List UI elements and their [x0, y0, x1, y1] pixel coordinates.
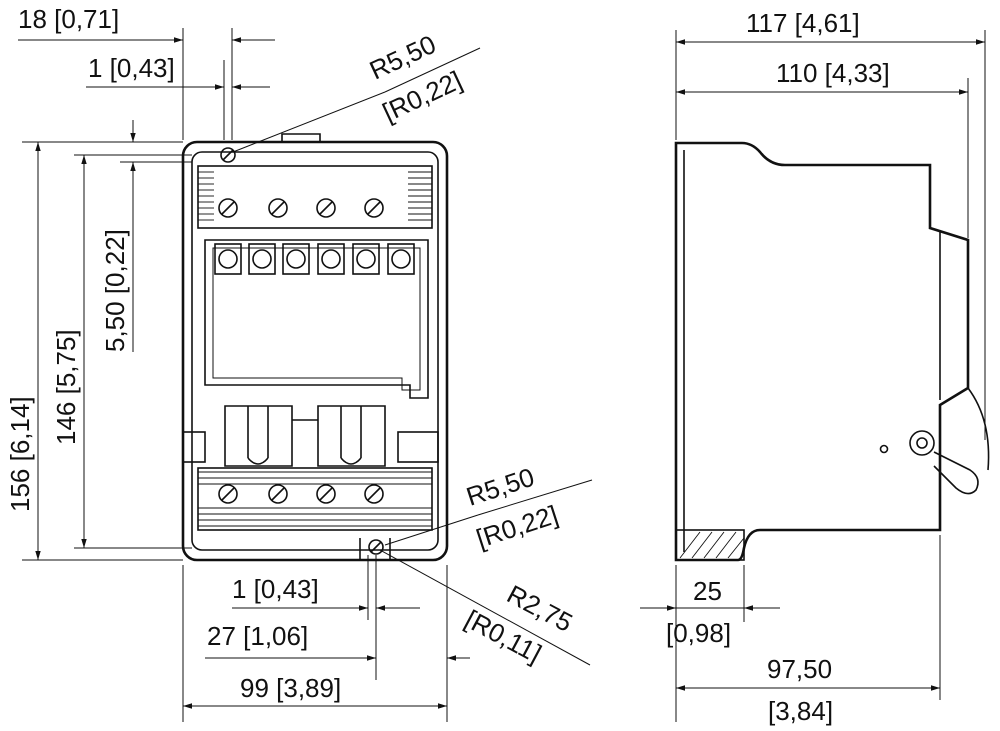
- side-housing-outline: [674, 141, 970, 562]
- label-bottom-offset: 1 [0,43]: [232, 574, 319, 604]
- label-top-margin: 5,50 [0,22]: [100, 229, 130, 352]
- label-overall-depth: 117 [4,61]: [746, 8, 860, 38]
- label-base-depth-in: [3,84]: [768, 696, 833, 726]
- terminal-window: [204, 239, 429, 399]
- front-housing-inner: [191, 151, 439, 551]
- label-top-offset: 1 [0,43]: [88, 53, 175, 83]
- bottom-terminal-band: [197, 467, 433, 531]
- side-dimension-lines: [640, 30, 986, 722]
- top-band-hatch: [198, 171, 432, 221]
- label-bottom-slot-width: 27 [1,06]: [207, 621, 308, 651]
- label-rail-depth-in: [0,98]: [666, 618, 731, 648]
- side-latch: [879, 387, 990, 495]
- side-view: [674, 141, 990, 562]
- label-bottom-radius-in: [R0,22]: [473, 499, 562, 553]
- label-body-depth: 110 [4,33]: [776, 58, 890, 88]
- top-terminal-band: [197, 165, 433, 229]
- front-dimension-lines: [18, 28, 593, 722]
- front-view: [181, 133, 449, 562]
- front-dimension-labels: 18 [0,71] 1 [0,43] R5,50 [R0,22] 156 [6,…: [5, 4, 578, 703]
- label-inner-height: 146 [5,75]: [51, 329, 81, 445]
- switch-module: [224, 405, 386, 467]
- label-overall-width: 99 [3,89]: [240, 673, 341, 703]
- label-rail-depth: 25: [693, 576, 722, 606]
- label-bottom-radius: R5,50: [463, 462, 538, 512]
- terminal-clamps: [214, 243, 415, 275]
- bottom-band-hatch: [198, 471, 432, 527]
- label-overall-height: 156 [6,14]: [5, 396, 35, 512]
- top-corner-screw: [220, 147, 236, 163]
- bottom-screws: [218, 484, 384, 504]
- top-screws: [218, 198, 384, 218]
- front-housing-outline: [181, 140, 449, 562]
- side-dimension-labels: 117 [4,61] 110 [4,33] 25 [0,98] 97,50 [3…: [666, 8, 890, 726]
- label-base-depth: 97,50: [767, 654, 832, 684]
- label-top-left-width: 18 [0,71]: [18, 4, 119, 34]
- bottom-slot: [359, 538, 391, 560]
